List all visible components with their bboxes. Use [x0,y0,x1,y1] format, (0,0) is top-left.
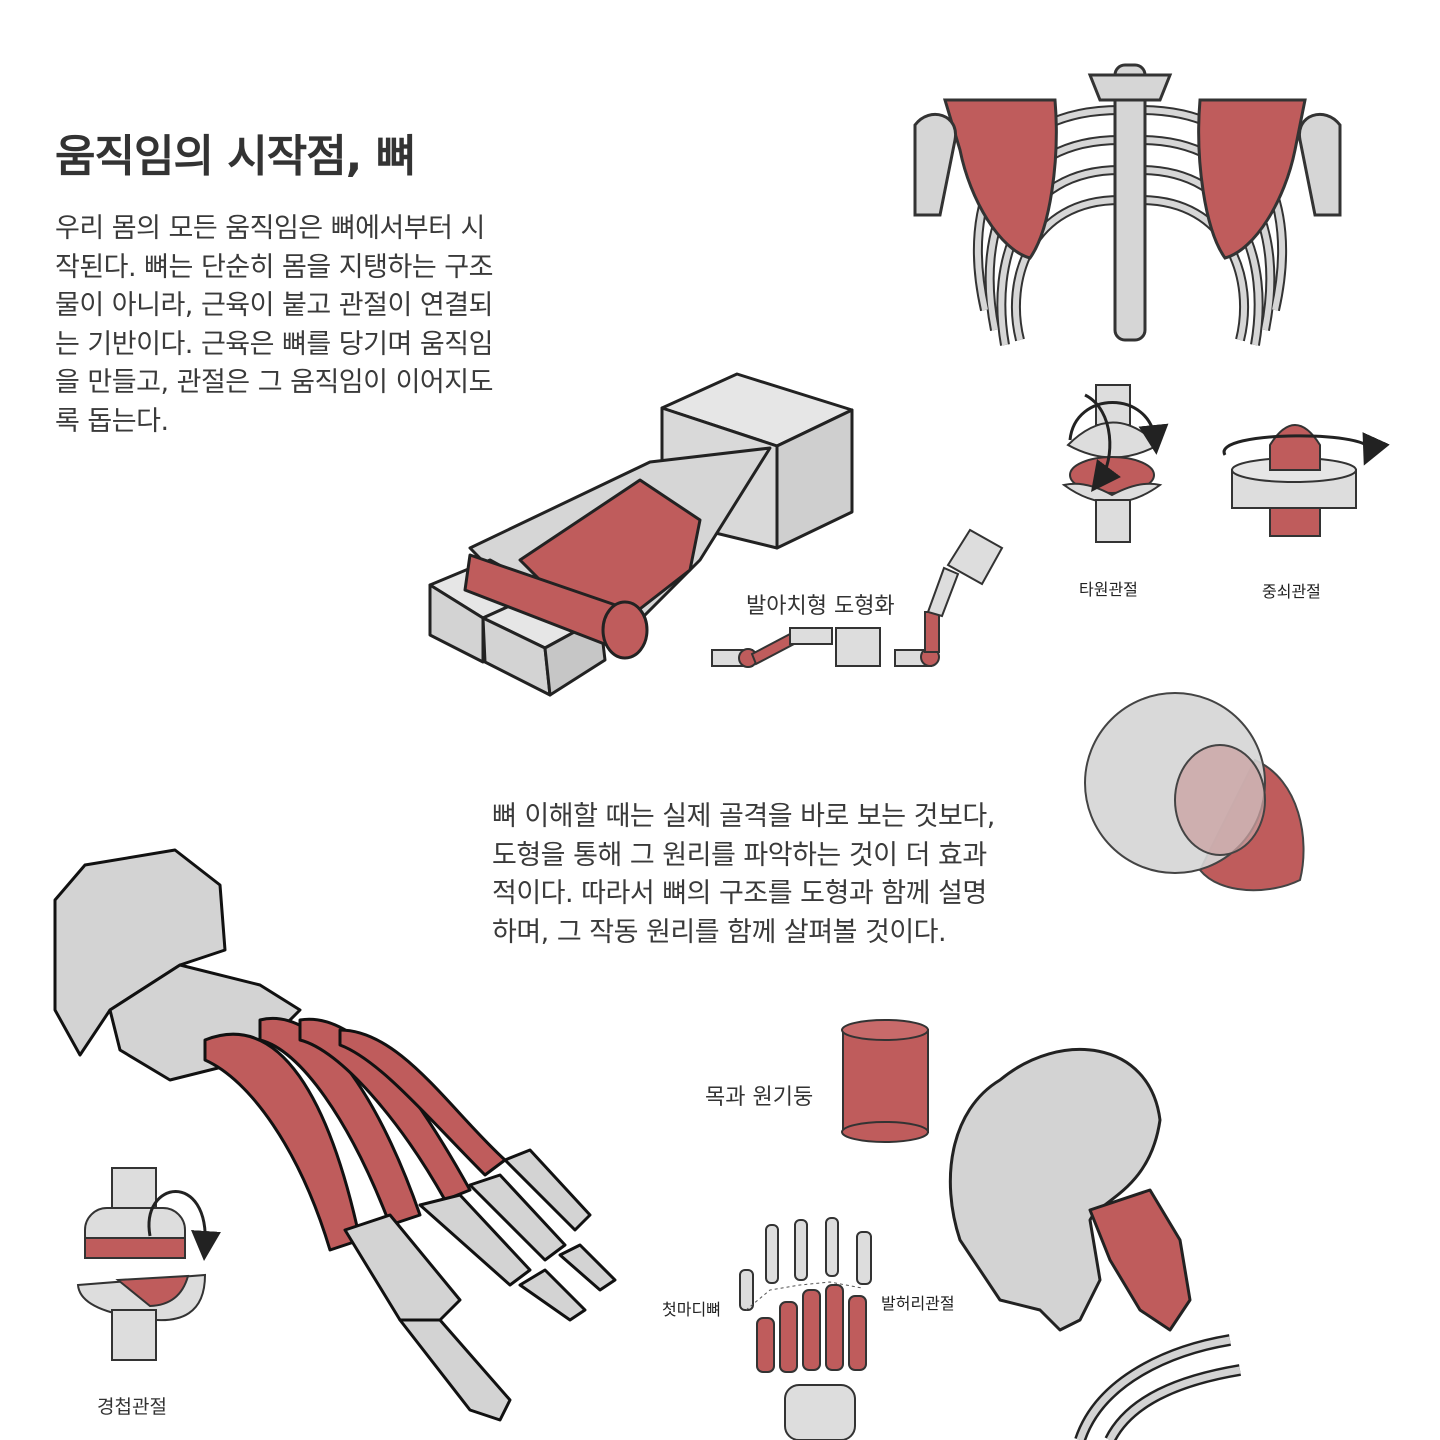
page-title: 움직임의 시작점, 뼈 [55,131,416,182]
ellipsoid-joint-label: 타원관절 [1079,580,1138,599]
ribcage-illustration [913,63,1342,346]
neck-cylinder-diagram [841,1019,929,1143]
skull-neck-illustration [948,1048,1241,1440]
foot-arch-block-diagram [428,372,854,697]
phalanx-label: 첫마디뼈 [662,1300,721,1319]
foot-skeleton-illustration [53,848,617,1422]
arch-stick-diagrams [711,528,1004,668]
toe-bones-diagram [739,1217,872,1440]
mtp-joint-label: 발허리관절 [881,1294,955,1313]
ball-socket-diagram [1084,692,1305,892]
arch-diagram-label: 발아치형 도형화 [746,594,895,619]
pivot-joint-diagram [1222,424,1390,537]
neck-cylinder-label: 목과 원기둥 [705,1085,814,1110]
pivot-joint-label: 중쇠관절 [1262,582,1321,601]
shape-method-paragraph: 뼈 이해할 때는 실제 골격을 바로 보는 것보다, 도형을 통해 그 원리를 … [492,801,995,948]
intro-paragraph: 우리 몸의 모든 움직임은 뼈에서부터 시 작된다. 뼈는 단순히 몸을 지탱하… [55,213,493,437]
ellipsoid-joint-diagram [1061,384,1169,543]
hinge-joint-label: 경첩관절 [97,1396,167,1418]
hinge-joint-diagram [76,1167,221,1361]
